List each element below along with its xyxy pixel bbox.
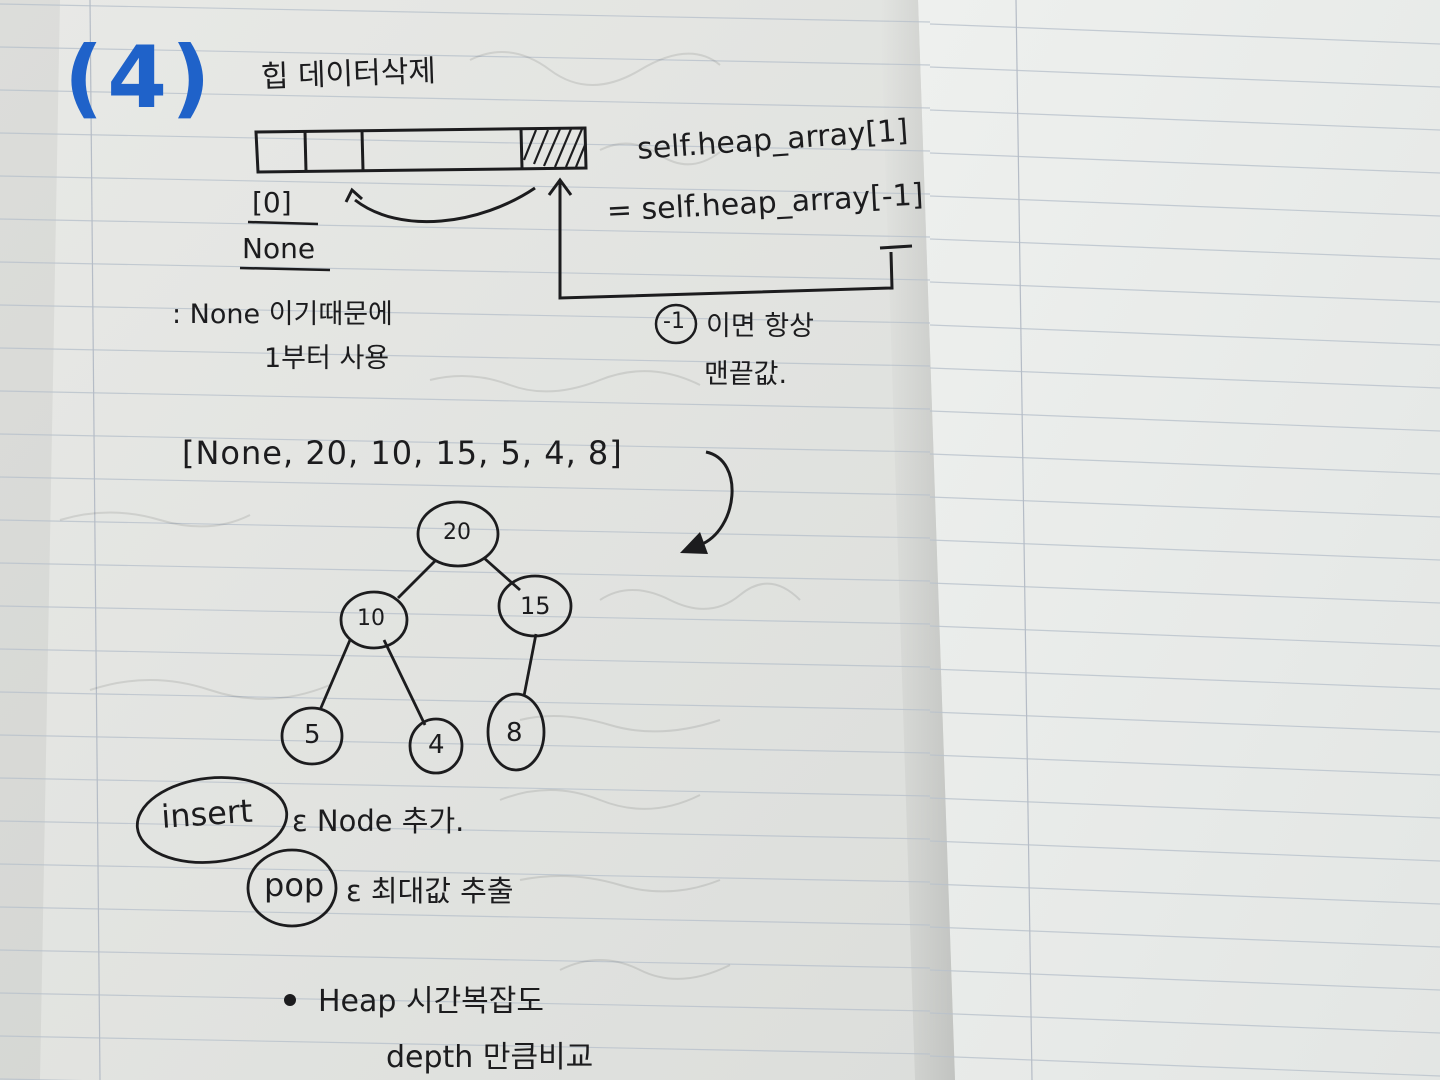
rule-line-right <box>929 883 1440 905</box>
left-margin-line <box>89 0 101 1080</box>
rule-line-right <box>929 840 1440 862</box>
rule-line-right <box>929 496 1440 518</box>
tree-edges <box>318 556 538 726</box>
rule-line-right <box>929 410 1440 432</box>
tree-node-left: 10 <box>357 606 385 631</box>
node-circle-right-left <box>486 692 546 772</box>
node-circle-left-left <box>280 706 344 766</box>
rule-line-left <box>0 476 931 496</box>
rule-line-left <box>0 562 931 582</box>
tree-node-root: 20 <box>443 520 471 545</box>
section-number: (4) <box>64 28 215 128</box>
index-minus-one-arrow <box>558 182 894 300</box>
rule-line-left <box>0 1035 931 1055</box>
rule-line-left <box>0 863 931 883</box>
node-circle-left <box>339 590 409 650</box>
rule-line-left <box>0 261 931 281</box>
index-zero-value: None <box>242 232 316 265</box>
section-title: 힙 데이터삭제 <box>260 53 437 95</box>
rule-line-left <box>0 89 931 109</box>
complexity-title: Heap 시간복잡도 <box>318 984 544 1019</box>
rule-line-right <box>929 1055 1440 1077</box>
rule-line-left <box>0 691 931 711</box>
rule-line-right <box>929 539 1440 561</box>
insert-circle <box>135 776 289 864</box>
rule-line-left <box>0 433 931 453</box>
rule-line-right <box>929 23 1440 45</box>
node-circle-root <box>416 500 500 568</box>
rule-line-right <box>929 711 1440 733</box>
rule-line-left <box>0 175 931 195</box>
rule-line-right <box>929 66 1440 88</box>
minus-one-circle <box>654 303 698 345</box>
rule-line-left <box>0 777 931 797</box>
rule-line-right <box>929 969 1440 991</box>
rule-line-right <box>929 668 1440 690</box>
rule-line-left <box>0 347 931 367</box>
tree-node-left-left: 5 <box>304 720 321 750</box>
rule-line-left <box>0 390 931 410</box>
rule-line-left <box>0 218 931 238</box>
node-circle-right <box>497 574 573 638</box>
rule-line-left <box>0 46 931 66</box>
rule-line-left <box>0 906 931 926</box>
rule-line-right <box>929 926 1440 948</box>
array-list: [None, 20, 10, 15, 5, 4, 8] <box>182 434 623 472</box>
insert-description: ε Node 추가. <box>292 804 465 838</box>
rule-line-left <box>0 734 931 754</box>
tree-node-right: 15 <box>520 592 551 620</box>
rule-line-left <box>0 648 931 668</box>
note-none-line-2: 1부터 사용 <box>264 343 390 374</box>
array-index-label: [0] <box>252 186 292 219</box>
rule-line-left <box>0 605 931 625</box>
rule-line-left <box>0 992 931 1012</box>
rule-line-right <box>929 367 1440 389</box>
right-page <box>918 0 1440 1080</box>
rule-line-right <box>929 152 1440 174</box>
bullet-dot <box>284 994 296 1006</box>
pop-word: pop <box>264 866 325 904</box>
insert-word: insert <box>160 791 254 836</box>
bleed-through-writing <box>59 51 801 980</box>
rule-line-left <box>0 949 931 969</box>
tree-node-left-right: 4 <box>428 730 445 760</box>
list-to-tree-arrow <box>699 450 734 547</box>
note-last-line-2: 맨끝값. <box>704 359 788 390</box>
rule-line-left <box>0 519 931 539</box>
rule-line-right <box>929 324 1440 346</box>
tree-node-circles <box>280 500 573 775</box>
last-cell-hatching <box>522 128 587 168</box>
note-minus-one: -1 <box>663 309 685 334</box>
rule-line-right <box>929 281 1440 303</box>
pop-description: ε 최대값 추출 <box>346 874 514 908</box>
rule-line-right <box>929 195 1440 217</box>
rule-line-right <box>929 1012 1440 1034</box>
tree-node-right-left: 8 <box>506 718 523 748</box>
rule-line-right <box>929 754 1440 776</box>
node-circle-left-right <box>408 717 464 775</box>
rule-line-left <box>0 3 931 23</box>
rule-line-left <box>0 132 931 152</box>
rule-line-right <box>929 109 1440 131</box>
rule-line-right <box>929 238 1440 260</box>
note-last-line-1: 이면 항상 <box>706 311 814 342</box>
move-last-to-first-arrow <box>354 186 536 224</box>
rule-line-left <box>0 304 931 324</box>
rule-line-right <box>929 797 1440 819</box>
rule-line-right <box>929 582 1440 604</box>
complexity-description: depth 만큼비교 <box>386 1040 594 1075</box>
rule-line-right <box>929 625 1440 647</box>
pop-circle <box>246 848 338 928</box>
rule-line-right <box>929 453 1440 475</box>
ruled-lines <box>0 3 1440 1080</box>
rule-line-left <box>0 820 931 840</box>
right-margin-line <box>1015 0 1033 1080</box>
note-none-line-1: : None 이기때문에 <box>172 299 393 330</box>
heap-array-box <box>254 126 588 174</box>
left-page <box>0 0 955 1080</box>
